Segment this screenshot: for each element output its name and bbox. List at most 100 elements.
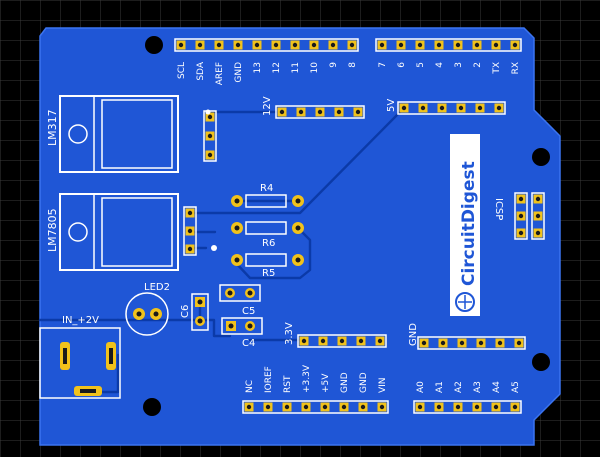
mounting-hole-tl xyxy=(145,36,163,54)
header-icsp-b-outline xyxy=(531,192,545,240)
header-12v-pin xyxy=(353,107,363,117)
logo-text: CircuitDigest xyxy=(459,161,479,286)
header-bottom-right-pin xyxy=(434,402,444,412)
header-12v-pin xyxy=(315,107,325,117)
label-12v: 12V xyxy=(262,96,273,116)
header-icsp-a-pin xyxy=(516,211,526,221)
header-top-left-pin xyxy=(252,40,262,50)
header-bottom-left-pin xyxy=(320,402,330,412)
pin-label: GND xyxy=(359,372,369,393)
header-bottom-left-pin xyxy=(377,402,387,412)
header-reg-lm7805-pin xyxy=(185,244,195,254)
header-12v-outline xyxy=(275,105,365,119)
header-gnd-pin xyxy=(476,338,486,348)
header-top-right-pin xyxy=(377,40,387,50)
label-r5: R5 xyxy=(262,268,275,279)
header-3v3-outline xyxy=(297,334,387,348)
header-reg-lm317-pin xyxy=(205,131,215,141)
header-top-left xyxy=(174,38,359,52)
header-bottom-left-pin xyxy=(358,402,368,412)
header-gnd-pin xyxy=(495,338,505,348)
header-gnd-pin xyxy=(514,338,524,348)
header-bottom-right-outline xyxy=(413,400,522,414)
header-bottom-left-outline xyxy=(242,400,389,414)
header-icsp-a-pin xyxy=(516,228,526,238)
header-5v-pin xyxy=(437,103,447,113)
header-top-left-pin xyxy=(271,40,281,50)
capacitor-c4: C4 xyxy=(221,317,263,349)
resistor-r6: R6 xyxy=(231,221,304,249)
header-bottom-left xyxy=(242,400,389,414)
regulator-lm317: LM317 xyxy=(46,95,179,173)
led-led2: LED2 xyxy=(125,282,170,336)
header-bottom-right-pin xyxy=(453,402,463,412)
label-lm7805: LM7805 xyxy=(46,208,59,252)
pin-label: 9 xyxy=(329,62,339,68)
header-icsp-b-pin xyxy=(533,194,543,204)
header-icsp-b-pin xyxy=(533,211,543,221)
header-5v-pin xyxy=(475,103,485,113)
header-12v-pin xyxy=(296,107,306,117)
header-3v3-pin xyxy=(375,336,385,346)
header-top-left-pin xyxy=(290,40,300,50)
header-bottom-right-pin xyxy=(415,402,425,412)
header-gnd-outline xyxy=(417,336,526,350)
header-bottom-left-pin xyxy=(244,402,254,412)
power-jack: IN_+2V xyxy=(39,315,121,399)
header-12v-rail xyxy=(275,105,365,119)
label-input: IN_+2V xyxy=(62,315,99,326)
board-outline xyxy=(39,27,561,446)
header-bottom-left-pin xyxy=(339,402,349,412)
header-gnd-rail xyxy=(417,336,526,350)
header-regulator-pins xyxy=(183,110,217,256)
pin-label: A2 xyxy=(454,381,464,393)
header-top-right-pin xyxy=(510,40,520,50)
header-bottom-right-pin xyxy=(491,402,501,412)
pin-label: VIN xyxy=(378,377,388,393)
pin-label: 2 xyxy=(473,62,483,68)
pin-label: TX xyxy=(492,62,502,75)
label-r4: R4 xyxy=(260,183,273,194)
header-gnd-pin xyxy=(438,338,448,348)
pin-label: A5 xyxy=(511,381,521,393)
regulator-lm7805: LM7805 xyxy=(46,193,179,271)
header-reg-lm7805-outline xyxy=(183,206,197,256)
header-3v3-pin xyxy=(356,336,366,346)
header-top-left-outline xyxy=(174,38,359,52)
header-3v3-pin xyxy=(299,336,309,346)
header-5v-pin xyxy=(399,103,409,113)
pin-label: AREF xyxy=(215,62,225,85)
label-lm317: LM317 xyxy=(46,109,59,146)
pin-label: 4 xyxy=(435,62,445,68)
header-top-left-pin xyxy=(176,40,186,50)
pin-label: 3 xyxy=(454,62,464,68)
header-top-right-outline xyxy=(375,38,522,52)
pin-label: A0 xyxy=(416,381,426,393)
pin-label: RX xyxy=(511,62,521,74)
header-top-left-pin xyxy=(347,40,357,50)
pin-label: +5V xyxy=(321,373,331,393)
header-bottom-left-pin xyxy=(301,402,311,412)
label-gnd: GND xyxy=(408,323,419,346)
mounting-hole-br xyxy=(532,353,550,371)
mounting-hole-tr xyxy=(532,148,550,166)
via xyxy=(211,245,217,251)
pin-label: 10 xyxy=(310,62,320,74)
header-bottom-left-pin xyxy=(282,402,292,412)
pin-label: 5 xyxy=(416,62,426,68)
header-bottom-right-pin xyxy=(472,402,482,412)
header-reg-lm317-pin xyxy=(205,112,215,122)
header-top-left-pin xyxy=(309,40,319,50)
header-top-right-pin xyxy=(396,40,406,50)
pin-label: 12 xyxy=(272,62,282,73)
header-bottom-left-pin xyxy=(263,402,273,412)
label-c6: C6 xyxy=(180,305,191,318)
label-r6: R6 xyxy=(262,238,275,249)
capacitor-c5: C5 xyxy=(219,284,261,317)
header-top-right xyxy=(375,38,522,52)
label-led2: LED2 xyxy=(144,282,170,293)
via xyxy=(205,109,211,115)
